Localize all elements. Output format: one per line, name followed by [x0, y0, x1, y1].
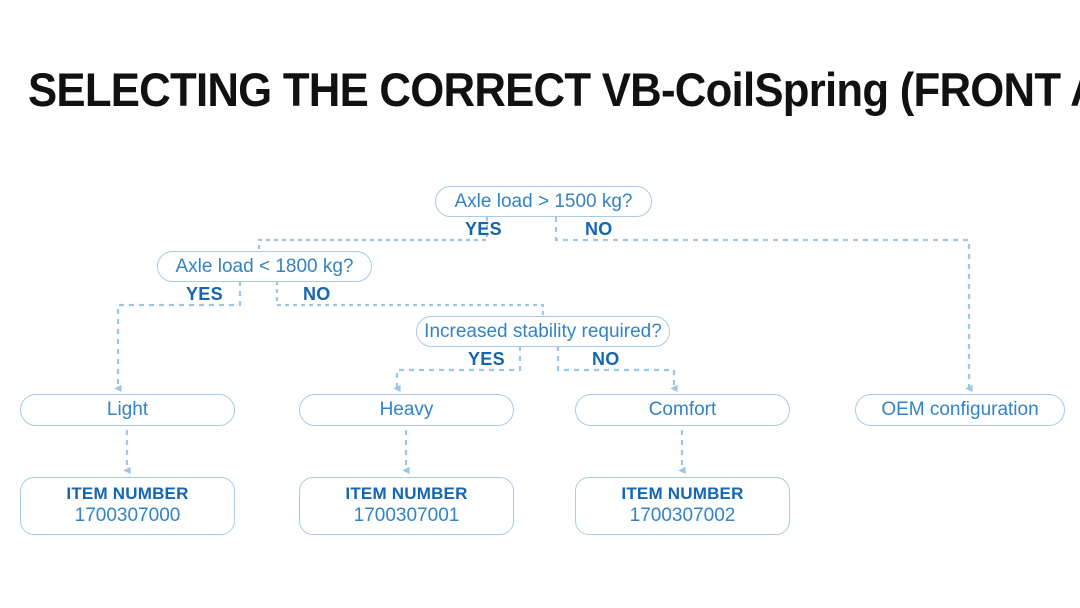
- branch-label-d3-no: NO: [592, 349, 620, 369]
- edge-d3-yes: [393, 346, 522, 392]
- edge-d1-no: [554, 217, 973, 392]
- decision-node-axle-load-1500[interactable]: Axle load > 1500 kg?: [435, 186, 652, 217]
- edge-d2-no: [275, 281, 545, 317]
- edge-d3-no: [556, 346, 678, 392]
- item-number-label: ITEM NUMBER: [621, 484, 744, 503]
- item-number-card-comfort[interactable]: ITEM NUMBER 1700307002: [575, 477, 790, 535]
- edge-d2-yes: [114, 281, 242, 392]
- decision-node-axle-load-1800[interactable]: Axle load < 1800 kg?: [157, 251, 372, 282]
- result-node-heavy[interactable]: Heavy: [299, 394, 514, 426]
- item-number-label: ITEM NUMBER: [345, 484, 468, 503]
- item-number-card-heavy[interactable]: ITEM NUMBER 1700307001: [299, 477, 514, 535]
- item-number-card-light[interactable]: ITEM NUMBER 1700307000: [20, 477, 235, 535]
- result-node-oem-configuration[interactable]: OEM configuration: [855, 394, 1065, 426]
- branch-label-d2-no: NO: [303, 284, 331, 304]
- item-number-label: ITEM NUMBER: [66, 484, 189, 503]
- branch-label-d3-yes: YES: [468, 349, 505, 369]
- decision-node-increased-stability[interactable]: Increased stability required?: [416, 316, 670, 347]
- result-node-comfort[interactable]: Comfort: [575, 394, 790, 426]
- item-number-value: 1700307002: [629, 505, 736, 526]
- branch-label-d2-yes: YES: [186, 284, 223, 304]
- result-node-light[interactable]: Light: [20, 394, 235, 426]
- item-number-value: 1700307000: [74, 505, 181, 526]
- page-title: SELECTING THE CORRECT VB-CoilSpring (FRO…: [28, 63, 1080, 116]
- branch-label-d1-yes: YES: [465, 219, 502, 239]
- item-number-value: 1700307001: [353, 505, 460, 526]
- branch-label-d1-no: NO: [585, 219, 613, 239]
- edge-d1-yes: [257, 217, 489, 252]
